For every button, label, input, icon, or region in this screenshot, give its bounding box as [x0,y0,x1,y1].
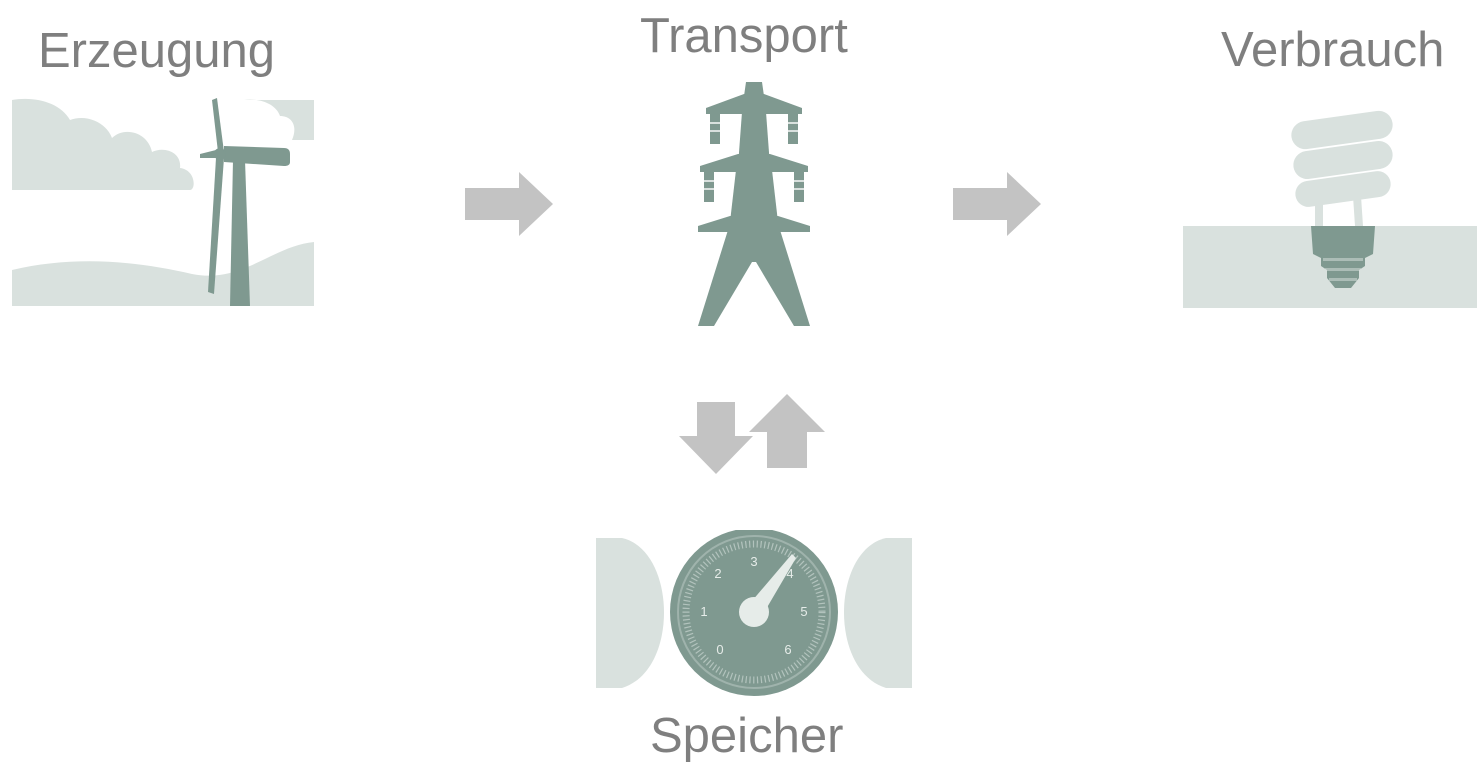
gauge-label-2: 2 [714,566,721,581]
tank-right [843,538,912,688]
gauge-label-3: 3 [750,554,757,569]
stage-label-consumption: Verbrauch [1221,23,1445,77]
turbine-nacelle [224,146,290,166]
arrow-down-icon [679,402,753,474]
wind-turbine-icon [12,98,314,306]
gauge-label-6: 6 [784,642,791,657]
turbine-blade-down [208,158,224,294]
gauge-label-0: 0 [716,642,723,657]
cloud-left [12,98,194,190]
gauge-label-4: 4 [786,566,793,581]
turbine-blade-up [212,98,224,152]
gauge-label-5: 5 [800,604,807,619]
power-pylon-icon [698,82,810,326]
turbine-tower [230,160,250,306]
stage-label-storage: Speicher [650,709,844,763]
arrow-right-icon [465,172,553,236]
arrow-up-icon [749,394,825,468]
bulb-socket [1311,226,1375,288]
gauge-hub [739,597,769,627]
turbine-blade-side [200,150,218,158]
gauge-label-1: 1 [700,604,707,619]
stage-label-generation: Erzeugung [38,24,276,78]
storage-gauge-icon: 0 1 2 3 4 5 6 [596,530,912,700]
ground-hills [12,242,314,306]
arrow-right-icon [953,172,1041,236]
stage-label-transport: Transport [640,9,848,63]
cloud-right [244,99,314,140]
light-bulb-icon [1183,110,1477,308]
tank-left [596,538,665,688]
